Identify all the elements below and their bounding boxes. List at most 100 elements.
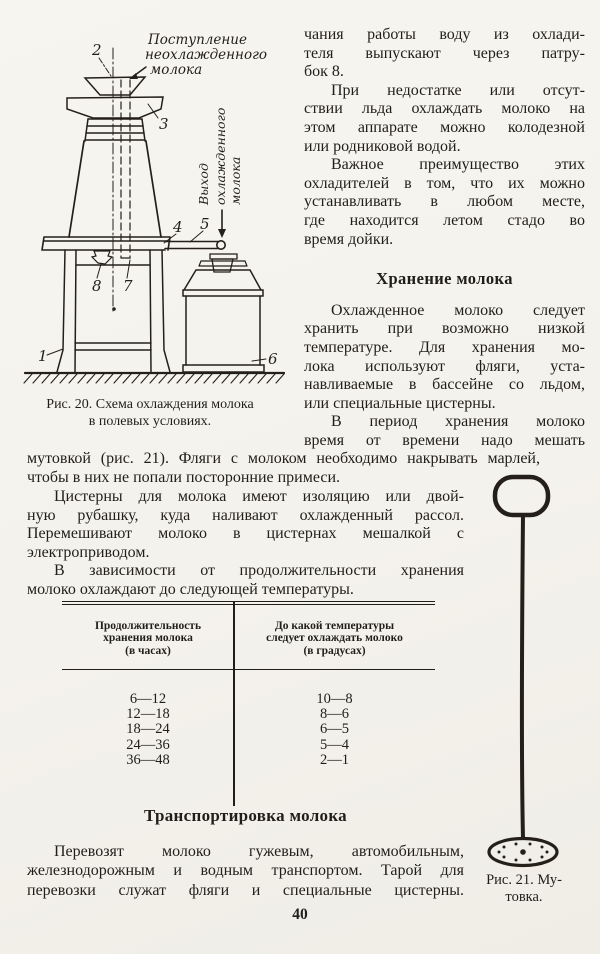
- text-line: чания работы воду из охлади-: [304, 26, 585, 43]
- figure20-part-number-1: 1: [38, 347, 48, 365]
- figure20-outlet-label-line3: молока: [228, 157, 243, 205]
- table-header-line: следует охлаждать молоко: [266, 632, 403, 645]
- text-line: теля выпускают через патру-: [304, 44, 585, 62]
- text-line: чтобы в них не попали посторонние примес…: [27, 469, 341, 486]
- narrow-text-block: Цистерны для молока имеют изоляцию или д…: [27, 488, 464, 600]
- table-row: 18—24 6—5: [62, 722, 435, 737]
- stirrer-disc: [487, 836, 559, 868]
- table-cell-temperature: 5—4: [320, 736, 349, 753]
- stirrer-shaft: [519, 513, 525, 840]
- text-line: или родниковой водой.: [304, 137, 461, 155]
- figure20-inlet-label-line3: молока: [150, 62, 202, 78]
- paragraph-cooling-depends: В зависимости от продолжительности хране…: [27, 562, 464, 599]
- figure20-part-number-4: 4: [172, 218, 183, 236]
- text-line: Охлажденное молоко следует: [331, 301, 585, 319]
- text-line: лока используют фляги, уста-: [304, 357, 585, 375]
- text-line: Важное преимущество этих: [331, 156, 585, 174]
- figure-20-caption-line1: Рис. 20. Схема охлаждения молока: [46, 397, 254, 412]
- stand-right-leg: [149, 249, 171, 373]
- ground-hatching: [23, 371, 286, 384]
- text-line: устанавливать в любом месте,: [304, 193, 585, 211]
- table-header-line: хранения молока: [103, 632, 193, 645]
- paragraph-drain-water: чания работы воду из охлади-теля выпуска…: [304, 26, 585, 82]
- text-line: Перемешивают молоко в цистернах мешалкой…: [27, 525, 464, 543]
- text-line: или специальные цистерны.: [304, 394, 496, 412]
- text-line: этом аппарате можно колодезной: [304, 118, 585, 136]
- section-heading-storage: Хранение молока: [376, 269, 513, 289]
- page-number: 40: [292, 906, 308, 923]
- figure20-part-number-6: 6: [268, 350, 278, 368]
- figure-21-drawing: [487, 474, 559, 868]
- paragraph-no-ice: При недостатке или отсут-ствии льда охла…: [304, 82, 585, 156]
- text-line: перевозки служат фляги и специальные цис…: [27, 881, 464, 899]
- text-line: время от времени надо мешать: [304, 431, 585, 449]
- text-line: хранить при возможно низкой: [304, 320, 585, 338]
- text-line: В период хранения молоко: [331, 413, 585, 431]
- figure20-outlet-label-line1: Выход: [196, 163, 211, 206]
- figure20-part-number-2: 2: [91, 41, 102, 59]
- stirrer-disc-holes: [497, 842, 549, 862]
- text-line: охладителей в том, что их можно: [304, 174, 585, 192]
- text-line: Перевозят молоко гужевым, автомобильным,: [54, 843, 464, 860]
- table-row: 24—36 5—4: [62, 736, 435, 753]
- text-line: Цистерны для молока имеют изоляцию или д…: [54, 488, 464, 505]
- figure-21-caption-line2: товка.: [505, 889, 543, 905]
- fullwidth-text-block: мутовкой (рис. 21). Фляги с молоком необ…: [27, 449, 540, 487]
- table-cell-duration: 24—36: [126, 736, 170, 753]
- text-line: В зависимости от продолжительности хране…: [54, 562, 464, 580]
- figure-20-drawing: Поступление неохлажденного молока 2 3: [23, 32, 286, 384]
- paragraph-stirring-end: мутовкой (рис. 21). Фляги с молоком необ…: [27, 449, 540, 487]
- transport-text-block: Перевозят молоко гужевым, автомобильным,…: [27, 842, 464, 900]
- table-header-line: (в градусах): [303, 644, 366, 657]
- table-cell-duration: 12—18: [126, 706, 170, 723]
- paragraph-cisterns: Цистерны для молока имеют изоляцию или д…: [27, 488, 464, 562]
- figure20-inlet-label-line1: Поступление: [147, 32, 247, 48]
- table-cell-duration: 6—12: [129, 690, 167, 707]
- table-row: 36—48 2—1: [62, 751, 435, 768]
- text-line: мутовкой (рис. 21). Фляги с молоком необ…: [27, 450, 540, 467]
- text-line: температуре. Для хранения мо-: [304, 338, 585, 356]
- text-line: ствии льда охлаждать молоко на: [304, 100, 585, 118]
- table-header-line: Продолжительность: [94, 620, 202, 632]
- figure-20-caption-line2: в полевых условиях.: [88, 413, 212, 429]
- table-header-line: (в часах): [125, 644, 171, 657]
- text-line: электроприводом.: [27, 543, 150, 561]
- figure20-part-number-5: 5: [200, 215, 210, 233]
- section-heading-transport: Транспортировка молока: [144, 806, 347, 825]
- figure20-part-number-7: 7: [123, 277, 133, 295]
- text-line: железнодорожным и водным транспортом. Та…: [27, 862, 464, 880]
- figure20-part-number-3: 3: [159, 115, 169, 133]
- stirrer-handle-loop: [492, 474, 551, 518]
- funnel: [83, 76, 147, 96]
- table-row: 6—12 10—8: [62, 690, 435, 707]
- figure20-outlet-label-line2: охлажденного: [213, 108, 228, 205]
- right-column: чания работы воду из охлади-теля выпуска…: [304, 26, 585, 450]
- table-cell-duration: 18—24: [126, 721, 170, 738]
- figure-21-caption: Рис. 21. Му- товка.: [452, 872, 596, 906]
- table-cell-temperature: 10—8: [316, 690, 353, 707]
- table-cell-duration: 36—48: [126, 751, 170, 768]
- text-line: навливаемые в бассейне со льдом,: [304, 376, 585, 394]
- text-line: бок 8.: [304, 63, 344, 81]
- figure20-inlet-label-line2: неохлажденного: [145, 47, 267, 63]
- table-cell-temperature: 2—1: [320, 751, 349, 768]
- table-cell-temperature: 6—5: [320, 721, 349, 738]
- paragraph-transport: Перевозят молоко гужевым, автомобильным,…: [27, 842, 464, 900]
- text-line: молоко охлаждают до следующей температур…: [27, 580, 354, 598]
- table-body: 6—12 10—8 12—18 8—6 18—24 6—5 24—36 5—4 …: [62, 600, 435, 806]
- text-line: где находится летом стадо во: [304, 211, 585, 229]
- table-rows: 6—12 10—8 12—18 8—6 18—24 6—5 24—36 5—4 …: [62, 690, 435, 768]
- text-line: При недостатке или отсут-: [331, 81, 585, 99]
- cooler-neck: [84, 118, 146, 142]
- table-header-line: До какой температуры: [274, 620, 395, 632]
- text-line: ную рубашку, куда наливают охлажденный р…: [27, 506, 464, 524]
- figure20-part-number-8: 8: [92, 277, 102, 295]
- table-column-divider: [233, 600, 235, 806]
- stand-left-leg: [56, 249, 77, 373]
